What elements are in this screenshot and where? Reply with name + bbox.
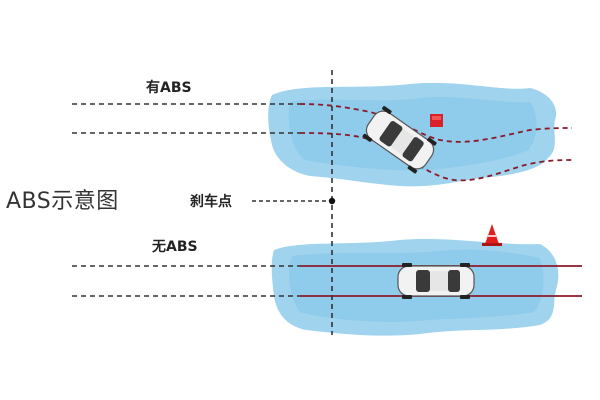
label-without-abs: 无ABS: [152, 239, 198, 255]
abs-path-lower: [299, 132, 575, 182]
label-brake-point: 刹车点: [190, 194, 232, 210]
traffic-cone-icon: [482, 224, 502, 246]
car-icon: [397, 263, 475, 299]
abs-path-upper: [299, 103, 573, 143]
label-with-abs: 有ABS: [146, 80, 192, 96]
obstacle-box-icon: [430, 114, 443, 127]
car-icon: [362, 105, 437, 174]
brake-point-dot: [328, 197, 336, 205]
diagram-title: ABS示意图: [6, 189, 119, 214]
